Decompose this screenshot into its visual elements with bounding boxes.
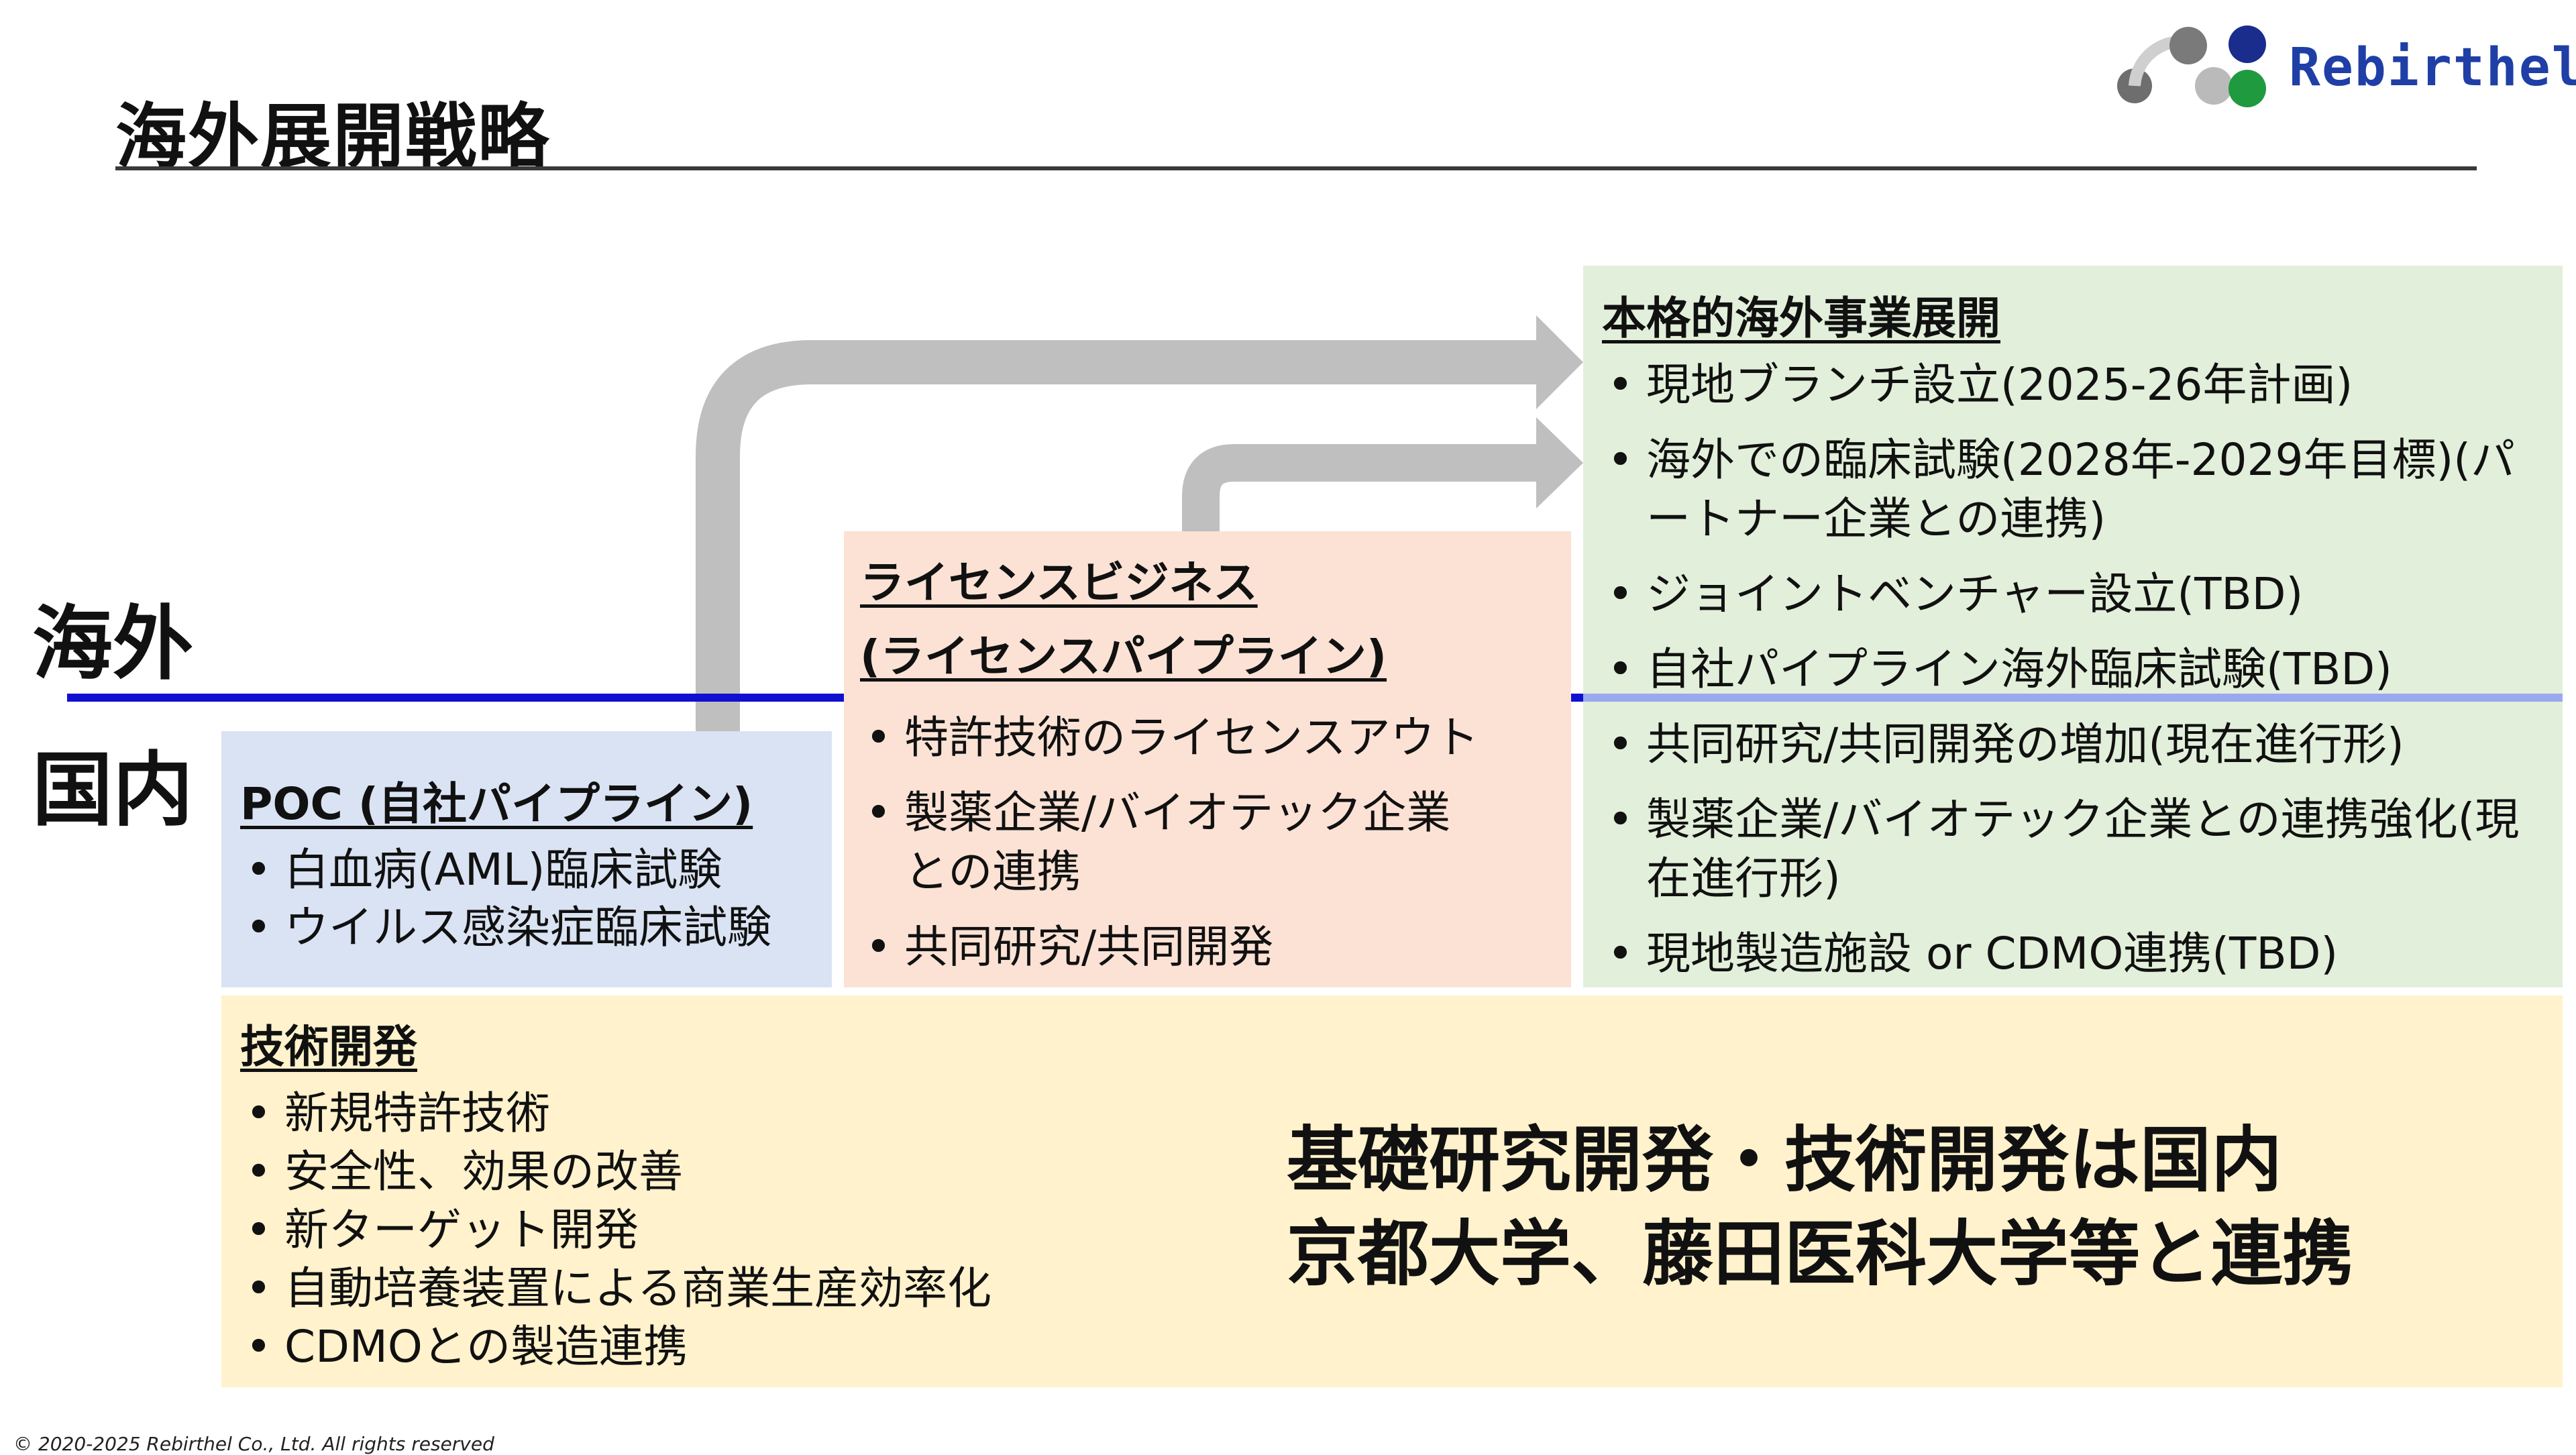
list-item: 自社パイプライン海外臨床試験(TBD) xyxy=(1602,640,2563,699)
list-item: 現地ブランチ設立(2025-26年計画) xyxy=(1602,356,2563,415)
list-item: 白血病(AML)臨床試験 xyxy=(240,841,832,899)
overseas-list: 現地ブランチ設立(2025-26年計画) 海外での臨床試験(2028年-2029… xyxy=(1602,356,2563,983)
arrow-head-upper xyxy=(1536,315,1583,409)
list-item: CDMOとの製造連携 xyxy=(240,1317,2563,1376)
poc-box: POC (自社パイプライン) 白血病(AML)臨床試験 ウイルス感染症臨床試験 xyxy=(221,731,832,987)
tech-heading: 技術開発 xyxy=(240,1021,417,1073)
overseas-heading: 本格的海外事業展開 xyxy=(1602,292,2000,344)
domestic-label: 国内 xyxy=(32,744,193,837)
list-item: 現地製造施設 or CDMO連携(TBD) xyxy=(1602,924,2563,983)
list-item: 自動培養装置による商業生産効率化 xyxy=(240,1259,2563,1317)
list-item: 海外での臨床試験(2028年-2029年目標)(パートナー企業との連携) xyxy=(1602,431,2532,549)
message-line-1: 基礎研究開発・技術開発は国内 xyxy=(1287,1119,2282,1201)
list-item: 製薬企業/バイオテック企業との連携強化(現在進行形) xyxy=(1602,790,2532,908)
list-item: 共同研究/共同開発 xyxy=(860,918,1571,977)
license-list: 特許技術のライセンスアウト 製薬企業/バイオテック企業との連携 共同研究/共同開… xyxy=(860,708,1571,977)
overseas-label: 海外 xyxy=(32,598,193,691)
license-heading-line2: (ライセンスパイプライン) xyxy=(860,631,1387,682)
list-item: ジョイントベンチャー設立(TBD) xyxy=(1602,565,2563,624)
arrow-head-lower xyxy=(1536,417,1583,508)
overseas-expansion-box: 本格的海外事業展開 現地ブランチ設立(2025-26年計画) 海外での臨床試験(… xyxy=(1583,266,2563,987)
logo-text: Rebirthel xyxy=(2289,38,2576,98)
list-item: 安全性、効果の改善 xyxy=(240,1142,2563,1201)
list-item: ウイルス感染症臨床試験 xyxy=(240,899,832,957)
list-item: 新ターゲット開発 xyxy=(240,1201,2563,1259)
poc-list: 白血病(AML)臨床試験 ウイルス感染症臨床試験 xyxy=(240,841,832,957)
rebirthel-logo-icon xyxy=(2117,25,2266,107)
arrow-license-to-overseas xyxy=(1182,444,1543,531)
license-heading-line1: ライセンスビジネス xyxy=(860,557,1258,608)
license-box: ライセンスビジネス (ライセンスパイプライン) 特許技術のライセンスアウト 製薬… xyxy=(844,531,1571,987)
domestic-research-message: 基礎研究開発・技術開発は国内 京都大学、藤田医科大学等と連携 xyxy=(1287,1114,2353,1301)
message-line-2: 京都大学、藤田医科大学等と連携 xyxy=(1287,1213,2353,1295)
tech-list: 新規特許技術 安全性、効果の改善 新ターゲット開発 自動培養装置による商業生産効… xyxy=(240,1084,2563,1376)
list-item: 共同研究/共同開発の増加(現在進行形) xyxy=(1602,715,2563,774)
title-divider xyxy=(115,166,2477,170)
poc-heading: POC (自社パイプライン) xyxy=(240,778,753,830)
copyright-footer: © 2020-2025 Rebirthel Co., Ltd. All righ… xyxy=(13,1433,494,1455)
list-item: 製薬企業/バイオテック企業との連携 xyxy=(860,784,1495,902)
overseas-divider-light xyxy=(1583,694,2563,702)
list-item: 新規特許技術 xyxy=(240,1084,2563,1142)
tech-development-box: 技術開発 新規特許技術 安全性、効果の改善 新ターゲット開発 自動培養装置による… xyxy=(221,995,2563,1387)
page-title: 海外展開戦略 xyxy=(115,96,550,178)
list-item: 特許技術のライセンスアウト xyxy=(860,708,1571,767)
